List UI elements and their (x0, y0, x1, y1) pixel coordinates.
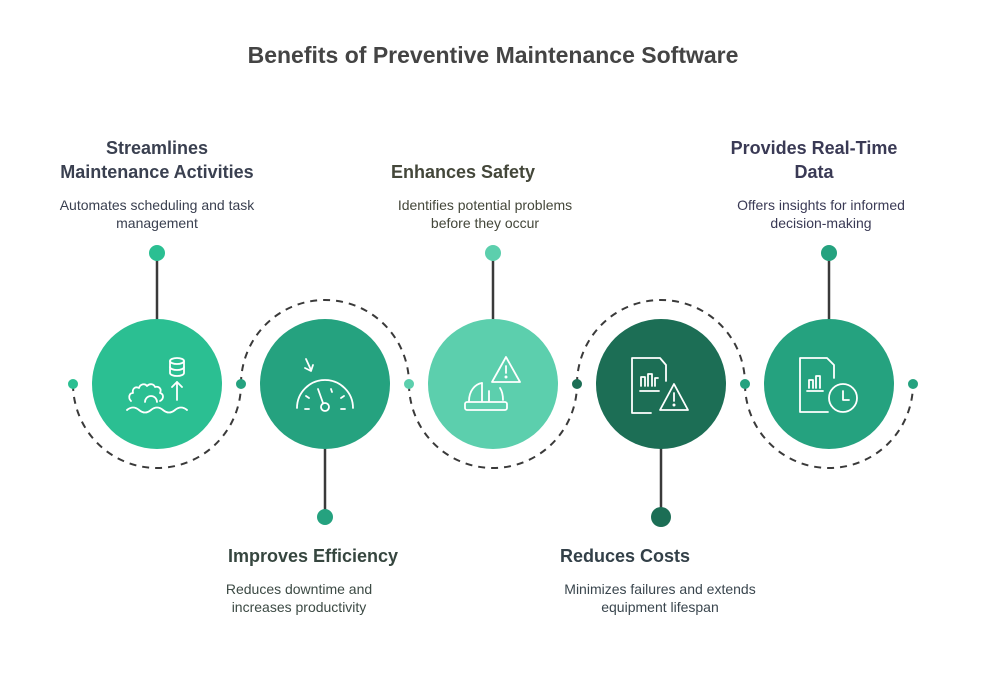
description-line: before they occur (430, 215, 540, 231)
wave-arc-3 (408, 383, 578, 469)
wave-dot (908, 379, 918, 389)
heading-line: Maintenance Activities (60, 162, 254, 182)
speedometer-icon (296, 358, 354, 412)
benefit-heading-2: Improves Efficiency (183, 544, 443, 568)
heading-line: Provides Real-Time (730, 138, 898, 158)
stem-dot-3 (485, 245, 501, 261)
heading-line: Improves Efficiency (227, 546, 399, 566)
benefit-description-4: Minimizes failures and extends equipment… (540, 580, 780, 616)
benefit-circle-1 (92, 319, 222, 449)
benefit-heading-5: Provides Real-Time Data (684, 136, 944, 184)
description-line: increases productivity (231, 599, 367, 615)
heading-line: Reduces Costs (559, 546, 691, 566)
hardhat-warning-icon (464, 356, 521, 411)
description-line: Reduces downtime and (225, 581, 373, 597)
stems (155, 252, 831, 516)
description-line: decision-making (770, 215, 872, 231)
stem-dot-5 (821, 245, 837, 261)
dashed-wave-connector (72, 299, 914, 469)
description-line: Identifies potential problems (397, 197, 573, 213)
benefit-circle-2 (260, 319, 390, 449)
report-clock-icon (799, 357, 858, 413)
heading-line: Enhances Safety (390, 162, 536, 182)
report-warning-icon (631, 357, 689, 414)
benefit-heading-4: Reduces Costs (495, 544, 755, 568)
heading-line: Data (794, 162, 834, 182)
benefit-circle-3 (428, 319, 558, 449)
benefit-heading-3: Enhances Safety (333, 160, 593, 184)
wave-dot (740, 379, 750, 389)
wave-dot (404, 379, 414, 389)
heading-line: Streamlines (105, 138, 209, 158)
gear-database-upload-icon (126, 357, 188, 414)
benefit-description-5: Offers insights for informed decision-ma… (701, 196, 941, 232)
benefit-heading-1: Streamlines Maintenance Activities (27, 136, 287, 184)
description-line: equipment lifespan (601, 599, 719, 615)
wave-arc-5 (744, 383, 914, 469)
wave-arc-1 (72, 383, 242, 469)
description-line: management (116, 215, 198, 231)
stem-dot-1 (149, 245, 165, 261)
benefit-circle-5 (764, 319, 894, 449)
description-line: Minimizes failures and extends (564, 581, 756, 597)
page-title: Benefits of Preventive Maintenance Softw… (247, 42, 739, 68)
benefit-description-2: Reduces downtime and increases productiv… (179, 580, 419, 616)
wave-arc-4 (576, 299, 746, 385)
description-line: Offers insights for informed (737, 197, 905, 213)
benefit-description-1: Automates scheduling and task management (37, 196, 277, 232)
description-line: Automates scheduling and task (59, 197, 255, 213)
wave-dot (236, 379, 246, 389)
wave-dot (572, 379, 582, 389)
wave-arc-2 (240, 299, 410, 385)
stem-dot-2 (317, 509, 333, 525)
benefit-description-3: Identifies potential problems before the… (365, 196, 605, 232)
stem-dot-4 (651, 507, 671, 527)
benefit-circle-4 (596, 319, 726, 449)
wave-dot (68, 379, 78, 389)
